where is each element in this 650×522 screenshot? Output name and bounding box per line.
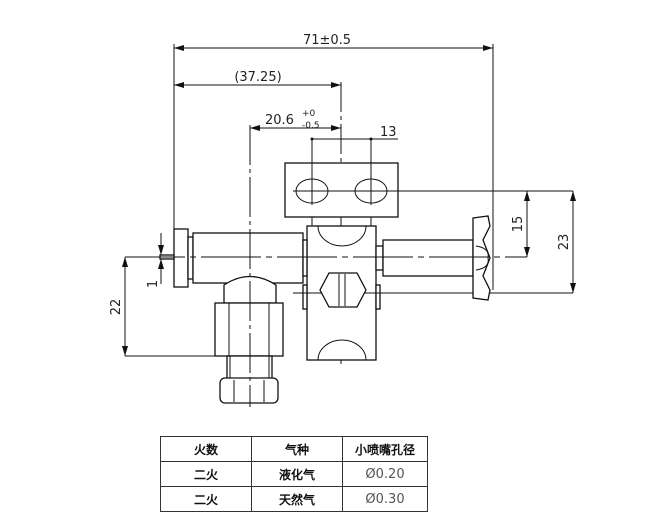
dim-label-71: 71±0.5 <box>303 33 351 48</box>
dim-label-20-6: 20.6 <box>265 113 294 128</box>
table-row: 二火 液化气 Ø0.20 <box>160 461 428 487</box>
cell-fire-count: 二火 <box>160 461 252 487</box>
valve-body <box>293 217 573 361</box>
cell-fire-count: 二火 <box>160 486 252 512</box>
header-fire-count: 火数 <box>160 436 252 462</box>
cell-gas-type: 液化气 <box>251 461 343 487</box>
bolt-hex <box>319 272 367 308</box>
lower-fitting <box>214 125 284 407</box>
mounting-plate <box>284 139 573 218</box>
dim-label-22: 22 <box>109 299 124 316</box>
header-nozzle-diameter: 小喷嘴孔径 <box>342 436 428 462</box>
dim-label-23: 23 <box>557 234 572 251</box>
dim-overall-length: 71±0.5 <box>173 33 494 290</box>
dim-tol-upper: +0 <box>302 109 316 119</box>
outlet-pipe <box>375 215 491 301</box>
table-header-row: 火数 气种 小喷嘴孔径 <box>160 436 428 462</box>
dim-height-22: 22 <box>109 257 215 357</box>
cell-nozzle-diameter: Ø0.30 <box>342 486 428 512</box>
dim-tol-lower: -0.5 <box>302 121 320 131</box>
dim-label-13: 13 <box>380 125 397 140</box>
dim-label-15: 15 <box>511 216 526 233</box>
dim-label-37-25: (37.25) <box>234 70 281 85</box>
dim-pin-1: 1 <box>146 233 164 288</box>
table-row: 二火 天然气 Ø0.30 <box>160 486 428 512</box>
inlet-pipe <box>159 228 308 288</box>
dim-label-1: 1 <box>146 280 161 288</box>
dim-height-23: 23 <box>557 191 576 293</box>
cell-gas-type: 天然气 <box>251 486 343 512</box>
header-gas-type: 气种 <box>251 436 343 462</box>
dim-height-15: 15 <box>511 191 530 257</box>
nozzle-spec-table: 火数 气种 小喷嘴孔径 二火 液化气 Ø0.20 二火 天然气 Ø0.30 <box>160 436 428 512</box>
cell-nozzle-diameter: Ø0.20 <box>342 461 428 487</box>
